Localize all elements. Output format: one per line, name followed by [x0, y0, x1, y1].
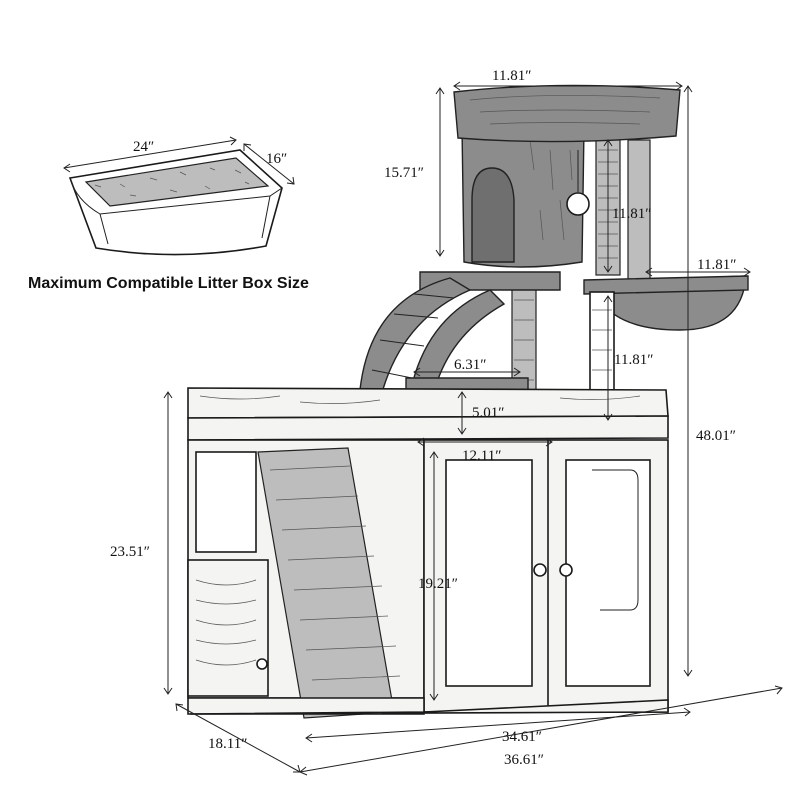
top-platform-width-label: 12.11″	[462, 448, 501, 464]
top-perch-width-label: 11.81″	[492, 68, 531, 84]
total-width-label: 36.61″	[504, 752, 544, 768]
total-height-label: 48.01″	[696, 428, 736, 444]
litter-box-illustration	[68, 149, 283, 256]
door-height-label: 19.21″	[418, 576, 458, 592]
upper-post-height-label: 11.81″	[612, 206, 651, 222]
litter-box-caption: Maximum Compatible Litter Box Size	[28, 275, 309, 292]
lower-post-height-label: 11.81″	[614, 352, 653, 368]
cabinet	[187, 387, 669, 719]
hammock-width-label: 11.81″	[697, 257, 736, 273]
litter-box-dimension-lines	[63, 136, 295, 185]
litter-length-label: 24″	[133, 139, 154, 155]
condo-height-label: 15.71″	[384, 165, 424, 181]
cabinet-depth-label: 18.11″	[208, 736, 247, 752]
litter-width-label: 16″	[266, 151, 287, 167]
inner-width-label: 34.61″	[502, 729, 542, 745]
step-post-height-label: 5.01″	[472, 405, 505, 421]
cat-tree	[350, 84, 749, 437]
dimension-lines	[163, 81, 783, 776]
cabinet-height-label: 23.51″	[110, 544, 150, 560]
step-width-label: 6.31″	[454, 357, 487, 373]
